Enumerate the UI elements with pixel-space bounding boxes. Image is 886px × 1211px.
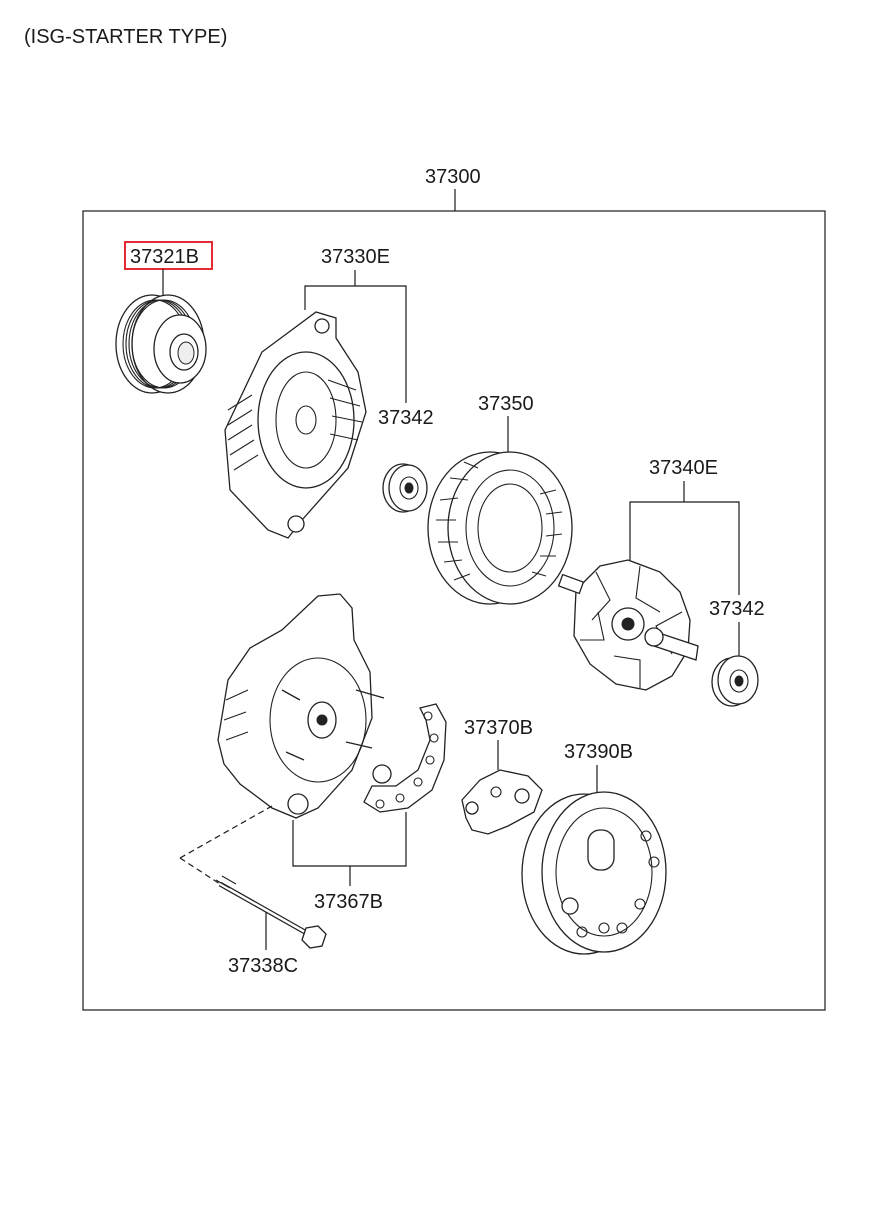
rear-cover-part-label[interactable]: 37390B (564, 741, 633, 763)
front-bearing-drawing[interactable] (382, 463, 428, 513)
pulley-highlight-box (124, 241, 213, 270)
front-bearing-part-label[interactable]: 37342 (378, 407, 434, 429)
regulator-part-label[interactable]: 37370B (464, 717, 533, 739)
stator-drawing[interactable] (427, 451, 573, 605)
rear-bearing-part-label[interactable]: 37342 (709, 598, 765, 620)
rotor-part-label[interactable]: 37340E (649, 457, 718, 479)
rectifier-part-label[interactable]: 37367B (314, 891, 383, 913)
front-bracket-part-label[interactable]: 37330E (321, 246, 390, 268)
regulator-drawing[interactable] (461, 769, 543, 835)
through-bolt-part-label[interactable]: 37338C (228, 955, 298, 977)
diagram-subtitle: (ISG-STARTER TYPE) (24, 26, 227, 48)
pulley-part-label[interactable]: 37321B (130, 246, 199, 268)
front-bracket-drawing[interactable] (224, 311, 367, 539)
rotor-leader (629, 501, 740, 595)
pulley-drawing[interactable] (115, 294, 207, 394)
assembly-frame (82, 210, 826, 1011)
through-bolt-drawing[interactable] (215, 875, 327, 949)
rectifier-drawing[interactable] (363, 703, 447, 813)
rotor-drawing[interactable] (557, 559, 699, 691)
rear-bracket-drawing[interactable] (217, 593, 385, 819)
alignment-dash-2 (179, 857, 221, 885)
assembly-number-label[interactable]: 37300 (425, 166, 481, 188)
rectifier-leader (292, 812, 407, 867)
alignment-dash-1 (179, 805, 273, 859)
stator-part-label[interactable]: 37350 (478, 393, 534, 415)
rear-cover-drawing[interactable] (521, 791, 667, 955)
rear-bearing-drawing[interactable] (711, 655, 759, 707)
